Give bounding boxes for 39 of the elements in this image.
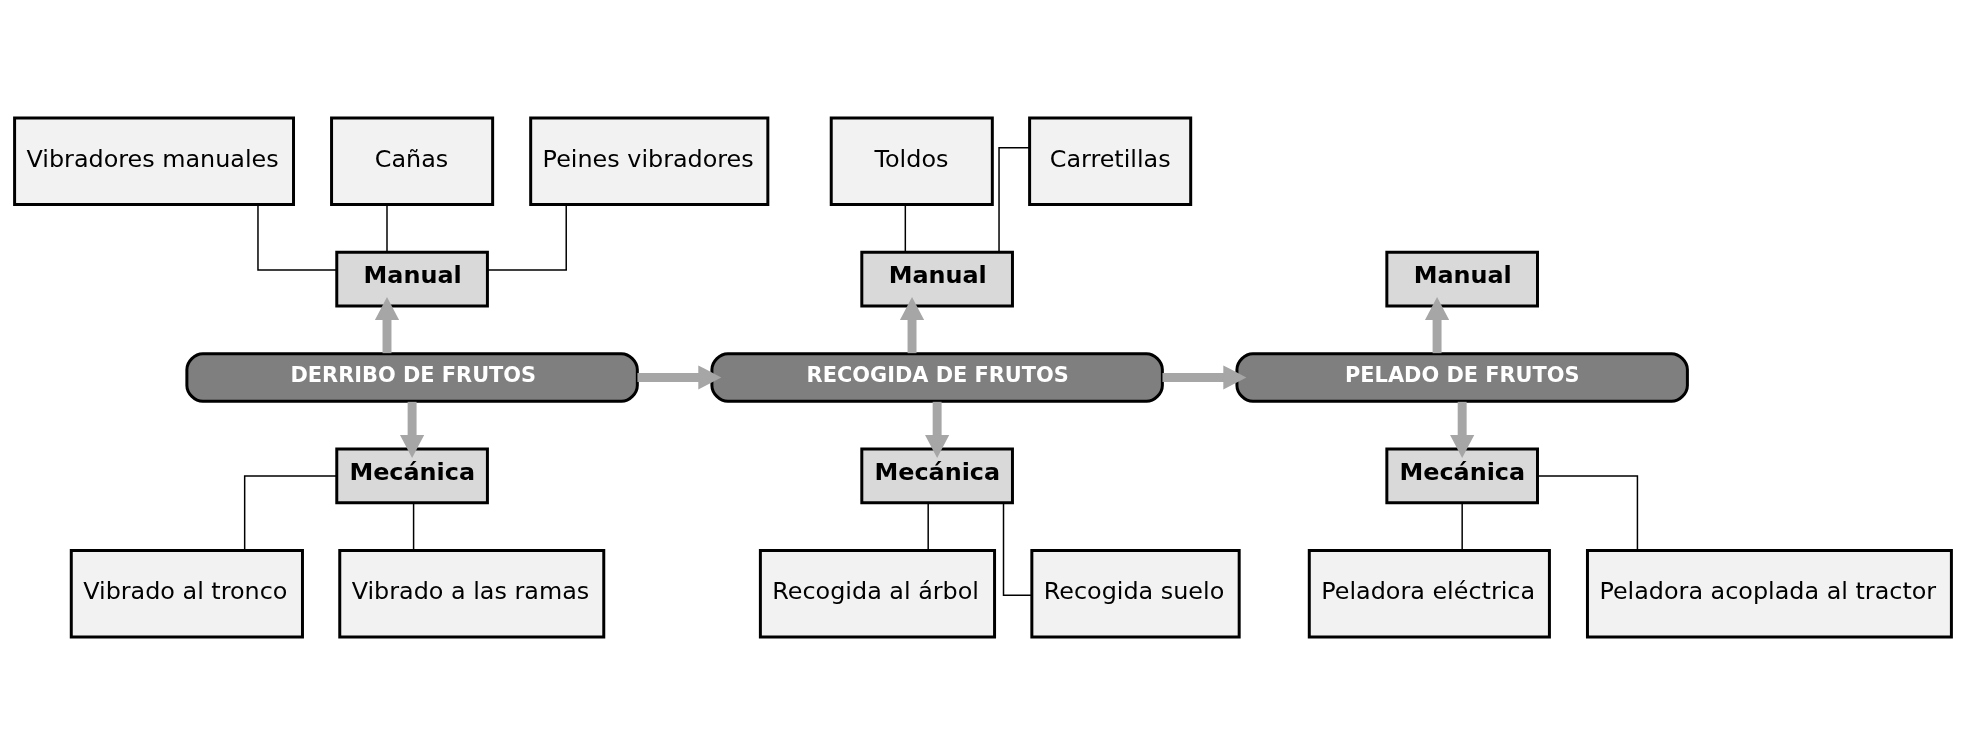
node-box: Mecánica	[335, 447, 489, 504]
node-box: Vibrado al tronco	[69, 548, 304, 638]
node-box: DERRIBO DE FRUTOS	[185, 351, 639, 403]
node-box: Toldos	[829, 116, 994, 206]
arrow	[637, 364, 722, 390]
arrow	[1424, 296, 1450, 353]
arrow	[925, 401, 950, 458]
node-box: Manual	[1385, 250, 1539, 307]
node-box: Carretillas	[1028, 116, 1193, 206]
node-box: Peladora acoplada al tractor	[1585, 548, 1953, 638]
connector	[243, 474, 338, 551]
node-box: Peines vibradores	[529, 116, 770, 206]
connector	[927, 502, 929, 551]
node-box: Recogida al árbol	[758, 548, 997, 638]
node-box: Peladora eléctrica	[1307, 548, 1551, 638]
node-box: Vibrado a las ramas	[338, 548, 606, 638]
arrow	[1450, 401, 1475, 458]
connector	[1461, 502, 1463, 551]
node-box: Recogida suelo	[1030, 548, 1241, 638]
node-box: Mecánica	[860, 447, 1014, 504]
node-box: Vibradores manuales	[13, 116, 295, 206]
connector	[1002, 501, 1033, 596]
connector	[386, 203, 388, 252]
arrow	[374, 296, 400, 353]
arrow	[899, 296, 925, 353]
node-box: Cañas	[330, 116, 495, 206]
node-box: Manual	[860, 250, 1014, 307]
node-box: RECOGIDA DE FRUTOS	[710, 351, 1164, 403]
node-box: Mecánica	[1385, 447, 1539, 504]
connector	[487, 203, 567, 271]
node-box: PELADO DE FRUTOS	[1235, 351, 1689, 403]
connector	[257, 203, 338, 271]
arrow	[400, 401, 425, 458]
connector	[412, 502, 415, 551]
connector	[998, 146, 1031, 253]
connector	[1536, 474, 1639, 551]
arrow	[1162, 364, 1247, 390]
node-box: Manual	[335, 250, 489, 307]
connector	[904, 203, 907, 252]
